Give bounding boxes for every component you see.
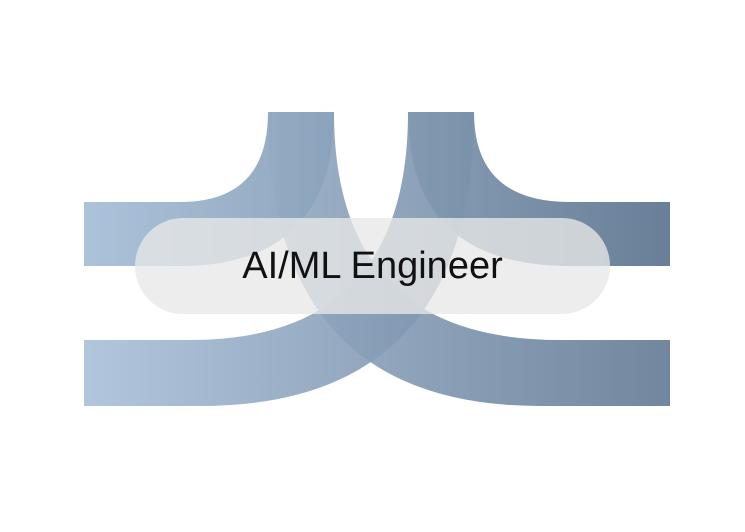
role-label: AI/ML Engineer — [242, 244, 503, 287]
label-pill: AI/ML Engineer — [135, 218, 610, 314]
band-lower-left-sweep — [84, 112, 474, 406]
